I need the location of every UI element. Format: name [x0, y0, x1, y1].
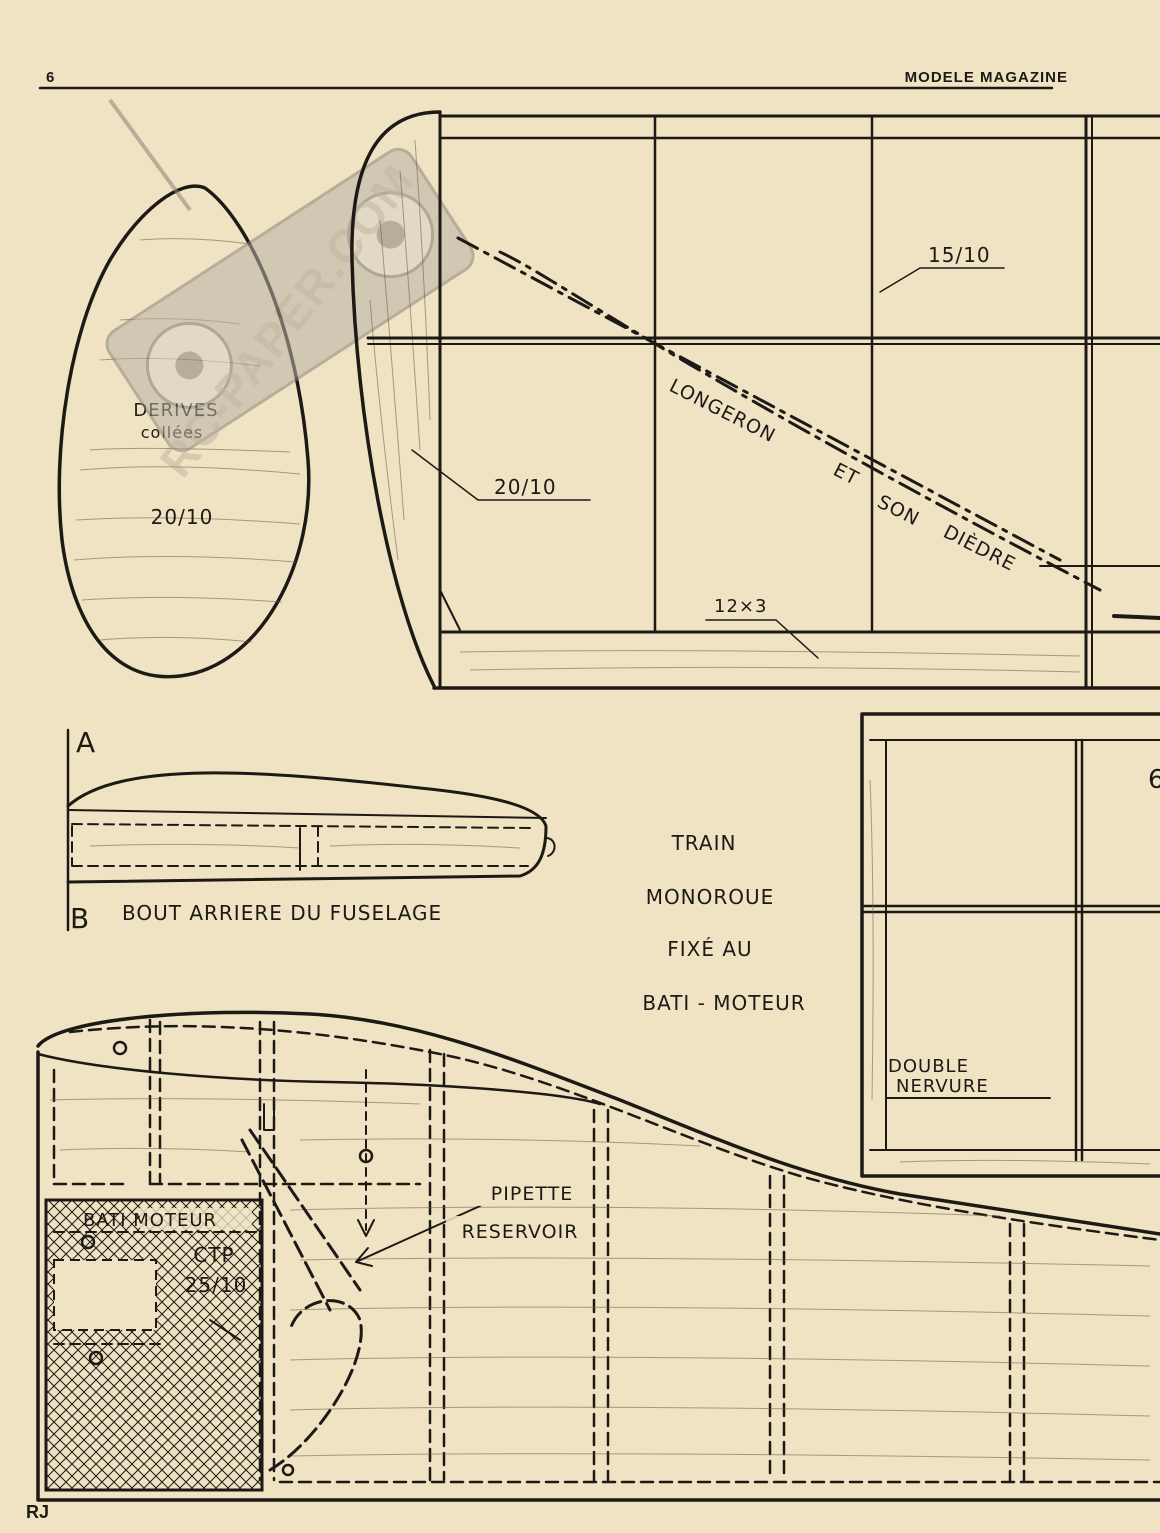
tip-thickness-label: 20/10 — [494, 475, 557, 499]
wing-tip-outline — [350, 110, 442, 688]
wing-spar-grain — [459, 650, 1081, 673]
center-section-digit: 6 — [1148, 765, 1160, 795]
fuselage-wood-grain — [49, 1098, 1151, 1461]
author-initials: RJ — [26, 1502, 49, 1522]
longeron-line-1 — [456, 236, 1062, 562]
fuselage-side-view: BATI MOTEUR CTP 25/10 PIPETTE RESERVOIR — [36, 1010, 1160, 1502]
bout-arriere-label: BOUT ARRIERE DU FUSELAGE — [122, 901, 442, 925]
ctp-thickness-label: 25/10 — [185, 1273, 248, 1297]
derive-outline — [57, 184, 311, 679]
derive-thickness-label: 20/10 — [151, 505, 214, 529]
wing-center-section: 6 DOUBLE NERVURE — [860, 712, 1160, 1178]
spar-section-label: 12×3 — [714, 596, 767, 617]
fuselage-outline-top — [36, 1010, 1160, 1236]
train-label: TRAIN — [671, 831, 737, 855]
double-label: DOUBLE — [888, 1056, 969, 1077]
pipette-tube — [240, 1128, 362, 1312]
page-header: 6 MODELE MAGAZINE — [38, 69, 1068, 90]
landing-gear-note: TRAIN MONOROUE FIXÉ AU BATI - MOTEUR — [642, 831, 805, 1015]
monoroue-label: MONOROUE — [646, 885, 775, 909]
wing-tip-grain — [369, 139, 431, 561]
page-number: 6 — [46, 69, 54, 86]
reservoir-label: RESERVOIR — [462, 1221, 579, 1243]
pipette-label: PIPETTE — [491, 1183, 573, 1205]
longeron-label: LONGERON — [666, 375, 780, 447]
et-label: ET — [830, 459, 863, 490]
son-label: SON — [874, 491, 923, 531]
longeron-line-2 — [498, 250, 1102, 592]
fixe-au-label: FIXÉ AU — [667, 937, 752, 961]
fuselage-rear-section: A B BOUT ARRIERE DU FUSELAGE — [66, 726, 556, 935]
ctp-label: CTP — [193, 1243, 234, 1267]
section-a-label: A — [76, 726, 96, 759]
nervure-label: NERVURE — [896, 1076, 989, 1097]
section-b-label: B — [70, 902, 90, 935]
rib-thickness-label: 15/10 — [928, 243, 991, 267]
bati-moteur-box-label: BATI MOTEUR — [83, 1210, 217, 1231]
magazine-title: MODELE MAGAZINE — [905, 69, 1068, 86]
bati-moteur-note-label: BATI - MOTEUR — [642, 991, 805, 1015]
fuselage-outline-bottom — [36, 1050, 1160, 1502]
wing-panel: 15/10 20/10 12×3 LONGERON ET SON DIÈDRE — [350, 110, 1160, 690]
diedre-label: DIÈDRE — [940, 520, 1020, 576]
watermark-stamp: RC-PAPER.COM — [105, 98, 475, 486]
